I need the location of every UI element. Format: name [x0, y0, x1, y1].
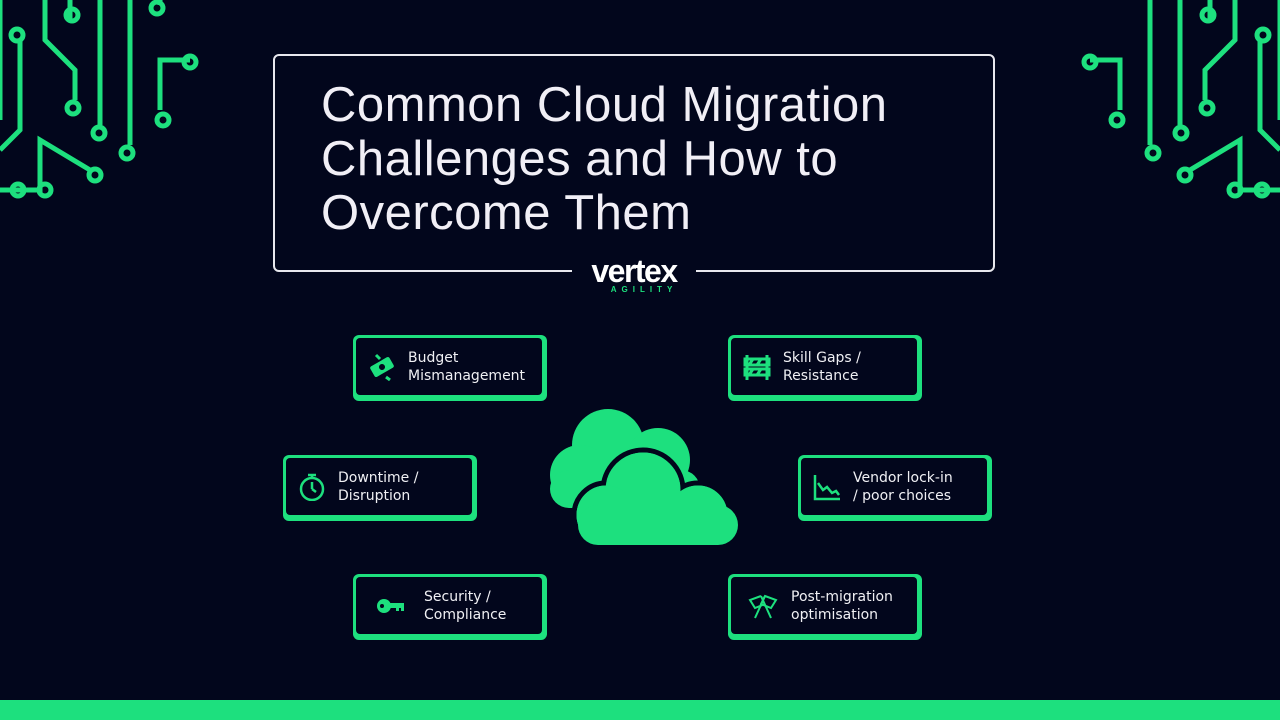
- stopwatch-icon: [299, 473, 325, 501]
- circuit-decoration-right: [1081, 0, 1280, 199]
- cloud-icon: [550, 409, 738, 550]
- challenge-card-skill-gaps: Skill Gaps /Resistance: [728, 335, 922, 401]
- challenge-card-vendor-lock-in: Vendor lock-in/ poor choices: [798, 455, 992, 521]
- circuit-decoration-left: [0, 0, 199, 199]
- card-label: Compliance: [424, 606, 507, 623]
- card-label: optimisation: [791, 606, 879, 623]
- card-label: Vendor lock-in: [853, 469, 953, 486]
- card-label: Mismanagement: [408, 367, 526, 384]
- checkered-flags-icon: [748, 594, 778, 618]
- vertex-agility-logo: vertex AGILITY: [572, 254, 696, 294]
- title-line: Challenges and How to: [321, 132, 839, 186]
- card-label: Post-migration: [791, 588, 893, 605]
- card-label: Budget: [408, 349, 459, 366]
- logo-subtitle: AGILITY: [610, 285, 678, 294]
- card-label: Skill Gaps /: [783, 349, 861, 366]
- card-label: Downtime /: [338, 469, 419, 486]
- challenge-card-security: Security /Compliance: [353, 574, 547, 640]
- title-line: Common Cloud Migration: [321, 78, 888, 132]
- challenge-card-downtime: Downtime /Disruption: [283, 455, 477, 521]
- card-label: Resistance: [783, 367, 859, 384]
- logo-wordmark: vertex: [591, 253, 678, 289]
- barrier-icon: [743, 354, 771, 380]
- page-title: Common Cloud Migration Challenges and Ho…: [321, 78, 888, 240]
- card-label: Security /: [424, 588, 491, 605]
- title-box: Common Cloud Migration Challenges and Ho…: [273, 54, 995, 272]
- declining-chart-icon: [813, 474, 840, 500]
- key-icon: [377, 598, 404, 613]
- bottom-accent-bar: [0, 700, 1280, 720]
- card-label: / poor choices: [853, 487, 952, 504]
- card-label: Disruption: [338, 487, 411, 504]
- money-icon: [370, 353, 394, 381]
- title-line: Overcome Them: [321, 186, 692, 240]
